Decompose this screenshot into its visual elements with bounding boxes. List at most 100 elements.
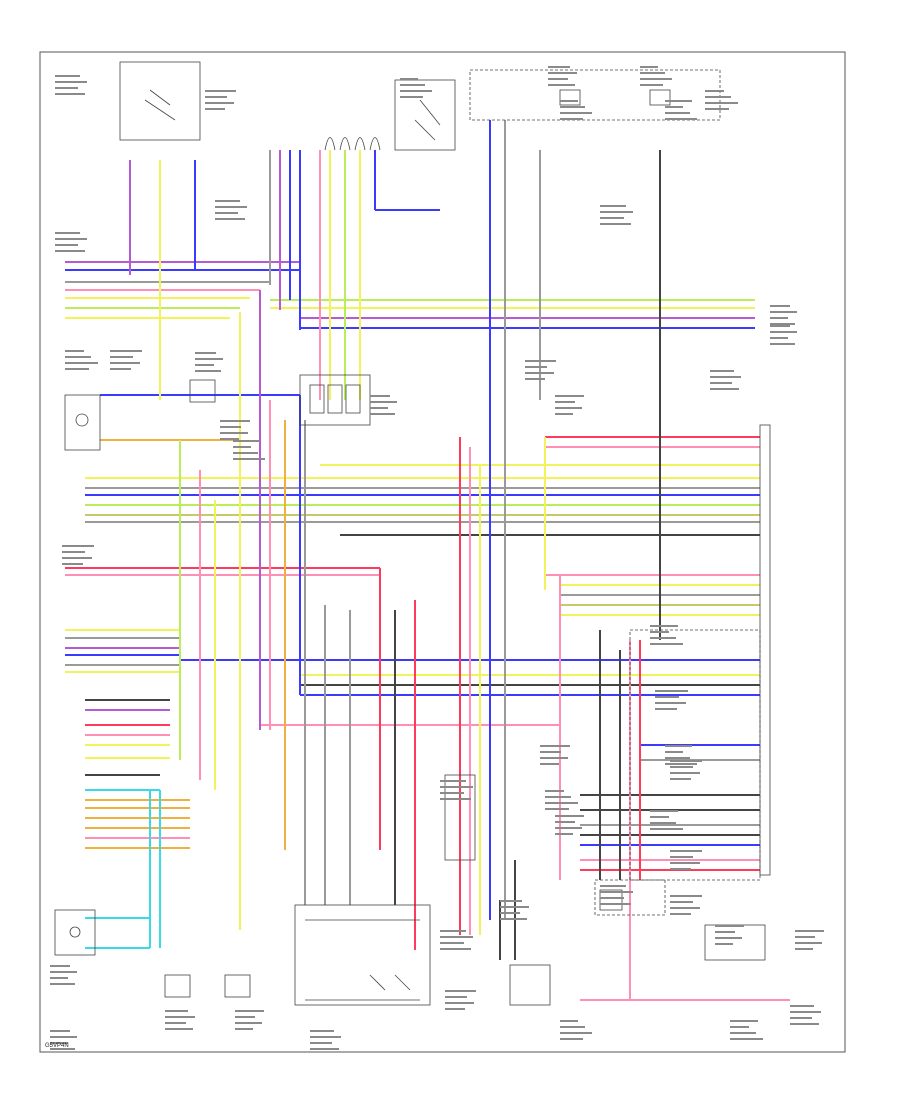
label-placeholder: [670, 760, 702, 762]
label-placeholder: [670, 778, 691, 780]
label-placeholder: [715, 925, 744, 927]
label-placeholder: [233, 446, 251, 448]
label-placeholder: [55, 93, 85, 95]
connector-loops: [324, 137, 381, 151]
label-placeholder: [665, 757, 690, 759]
label-placeholder: [600, 217, 624, 219]
label-placeholder: [55, 87, 78, 89]
label-placeholder: [445, 1002, 474, 1004]
label-placeholder: [670, 901, 693, 903]
sensor-symbol: [75, 413, 89, 427]
label-placeholder: [640, 78, 672, 80]
label-placeholder: [540, 751, 561, 753]
label-placeholder: [795, 936, 815, 938]
label-placeholder: [195, 352, 216, 354]
label-placeholder: [770, 325, 790, 327]
label-placeholder: [555, 407, 582, 409]
relay-block-center: [299, 374, 371, 426]
label-placeholder: [235, 1028, 253, 1030]
label-placeholder: [555, 827, 582, 829]
label-placeholder: [655, 690, 688, 692]
label-placeholder: [548, 84, 575, 86]
switch-symbol: [144, 89, 176, 121]
connector-block-bottom: [509, 964, 551, 1006]
label-placeholder: [730, 1026, 749, 1028]
label-placeholder: [670, 766, 693, 768]
label-placeholder: [670, 895, 702, 897]
label-placeholder: [710, 382, 732, 384]
switch-symbol-bottom: [369, 974, 411, 991]
label-placeholder: [670, 772, 700, 774]
label-placeholder: [770, 317, 788, 319]
label-placeholder: [640, 84, 663, 86]
label-placeholder: [205, 90, 236, 92]
label-placeholder: [555, 401, 575, 403]
label-placeholder: [440, 930, 466, 932]
label-placeholder: [560, 112, 592, 114]
label-placeholder: [50, 1036, 77, 1038]
label-placeholder: [650, 625, 678, 627]
label-placeholder: [670, 862, 700, 864]
dashed-area-right: [629, 629, 761, 881]
label-placeholder: [770, 305, 790, 307]
label-placeholder: [65, 356, 91, 358]
label-placeholder: [670, 913, 691, 915]
resistor-box: [189, 379, 216, 403]
label-placeholder: [540, 757, 568, 759]
label-placeholder: [540, 745, 570, 747]
ecu-connector-right: [759, 424, 771, 876]
label-placeholder: [770, 337, 788, 339]
label-placeholder: [235, 1016, 255, 1018]
label-placeholder: [55, 232, 80, 234]
label-placeholder: [233, 458, 265, 460]
label-placeholder: [560, 1038, 583, 1040]
label-placeholder: [705, 102, 738, 104]
label-placeholder: [555, 815, 584, 817]
label-placeholder: [440, 786, 473, 788]
label-placeholder: [62, 557, 92, 559]
label-placeholder: [220, 438, 239, 440]
label-placeholder: [400, 90, 432, 92]
label-placeholder: [110, 368, 131, 370]
label-group: [50, 66, 824, 1050]
label-placeholder: [525, 372, 554, 374]
label-placeholder: [650, 810, 678, 812]
label-placeholder: [50, 971, 77, 973]
label-placeholder: [715, 931, 735, 933]
label-placeholder: [650, 643, 683, 645]
label-placeholder: [655, 708, 677, 710]
label-placeholder: [500, 900, 522, 902]
label-placeholder: [500, 912, 520, 914]
label-placeholder: [440, 936, 473, 938]
label-placeholder: [705, 108, 729, 110]
label-placeholder: [770, 343, 795, 345]
sensor-box-bottom-1: [164, 974, 191, 998]
label-placeholder: [665, 763, 697, 765]
label-placeholder: [525, 366, 547, 368]
pressure-switch-symbol: [414, 99, 441, 141]
label-placeholder: [790, 1011, 821, 1013]
label-placeholder: [215, 218, 245, 220]
label-placeholder: [555, 413, 573, 415]
label-placeholder: [400, 96, 423, 98]
label-placeholder: [715, 943, 733, 945]
label-placeholder: [545, 802, 578, 804]
label-placeholder: [670, 856, 693, 858]
corner-label: G5VP4N: [45, 1043, 69, 1049]
relay-contact-b: [649, 89, 671, 106]
label-placeholder: [165, 1028, 193, 1030]
label-placeholder: [600, 885, 626, 887]
label-placeholder: [560, 1032, 592, 1034]
label-placeholder: [600, 897, 624, 899]
label-placeholder: [665, 751, 683, 753]
label-placeholder: [205, 108, 225, 110]
label-placeholder: [555, 395, 584, 397]
label-placeholder: [665, 100, 692, 102]
label-placeholder: [205, 102, 234, 104]
label-placeholder: [560, 118, 583, 120]
label-placeholder: [790, 1005, 814, 1007]
label-placeholder: [770, 311, 797, 313]
label-placeholder: [525, 360, 556, 362]
label-placeholder: [55, 244, 78, 246]
label-placeholder: [545, 796, 571, 798]
